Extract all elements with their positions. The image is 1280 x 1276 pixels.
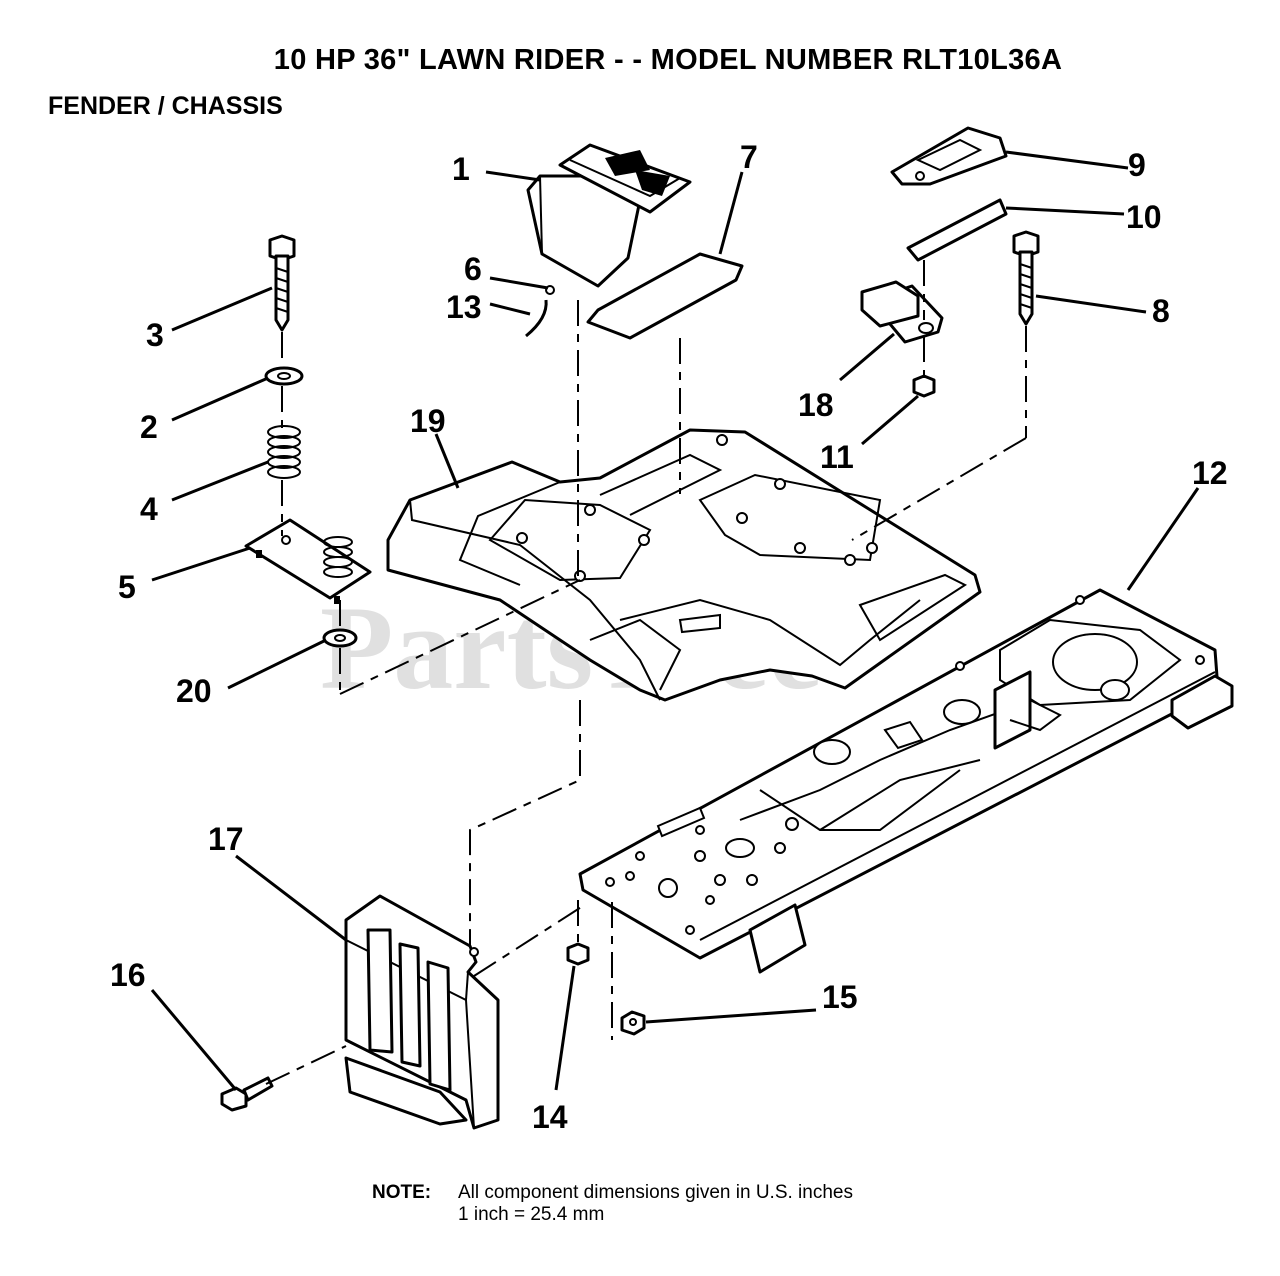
part-5-spring-plate [244,518,372,604]
callout-1: 1 [452,151,470,187]
leader-lines [150,150,1200,1091]
section-heading: FENDER / CHASSIS [48,92,283,120]
callout-18: 18 [798,387,834,423]
callout-7: 7 [740,139,758,175]
part-18-tube-bracket [860,280,944,344]
part-9-cover-plate [890,126,1008,186]
part-1-top-box [526,143,692,288]
part-4-spring [267,425,301,479]
callout-15: 15 [822,979,858,1015]
callout-9: 9 [1128,147,1146,183]
callout-17: 17 [208,821,244,857]
part-16-bolt [220,1076,274,1112]
part-20-washer [322,628,358,648]
part-17-rear-panel [344,894,500,1130]
part-13-cable [525,299,548,338]
callout-2: 2 [140,409,158,445]
callout-11: 11 [820,439,854,475]
callout-14: 14 [532,1099,568,1135]
part-3-bolt [268,234,296,332]
part-2-washer [264,366,304,386]
callout-19: 19 [410,403,446,439]
part-10-bracket [906,198,1008,262]
callout-4: 4 [140,491,158,527]
part-11-nut [912,374,936,398]
callout-3: 3 [146,317,164,353]
callout-13: 13 [446,289,482,325]
part-8-bolt [1012,230,1040,326]
note-line-1: All component dimensions given in U.S. i… [458,1182,853,1203]
part-14-nut [566,942,590,966]
note-block: NOTE: All component dimensions given in U… [372,1182,853,1226]
callout-6: 6 [464,251,482,287]
note-label: NOTE: [372,1182,432,1203]
part-15-nut [620,1010,646,1036]
part-19-fender [386,428,982,702]
callout-20: 20 [176,673,212,709]
callout-5: 5 [118,569,136,605]
note-line-2: 1 inch = 25.4 mm [458,1204,605,1225]
assembly-dash-lines [265,260,1027,1085]
callout-8: 8 [1152,293,1170,329]
part-12-chassis-frame [578,588,1234,974]
callout-12: 12 [1192,455,1228,491]
callout-16: 16 [110,957,146,993]
callout-10: 10 [1126,199,1162,235]
part-7-decal [586,252,744,340]
diagram-title: 10 HP 36" LAWN RIDER - - MODEL NUMBER RL… [273,44,1063,76]
callout-labels: 1 7 9 10 6 13 3 8 18 2 19 11 12 4 5 20 1… [110,139,1228,1135]
